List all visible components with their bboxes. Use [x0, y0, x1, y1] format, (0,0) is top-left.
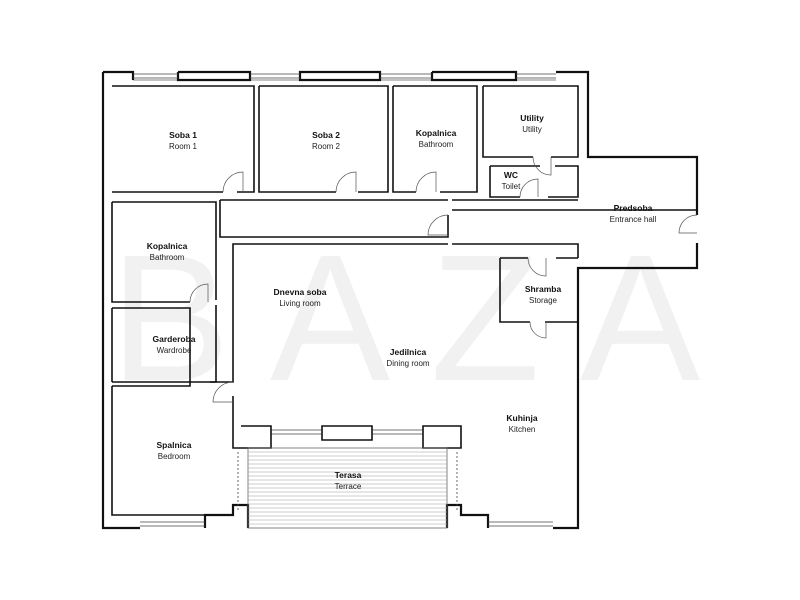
room-sub: Utility: [522, 125, 542, 134]
room-sub: Toilet: [502, 182, 521, 191]
room-sub: Bathroom: [419, 140, 454, 149]
label-predsoba: Predsoba Entrance hall: [610, 203, 657, 224]
room-name: Kopalnica: [416, 128, 457, 138]
room-sub: Room 2: [312, 142, 341, 151]
room-sub: Kitchen: [509, 425, 536, 434]
outer-walls: [101, 70, 699, 530]
room-name: Utility: [520, 113, 544, 123]
label-terasa: Terasa Terrace: [335, 470, 362, 491]
label-spalnica: Spalnica Bedroom: [157, 440, 192, 461]
room-sub: Bedroom: [158, 452, 191, 461]
label-kopalnica-left: Kopalnica Bathroom: [147, 241, 188, 262]
room-sub: Storage: [529, 296, 558, 305]
room-name: Dnevna soba: [274, 287, 327, 297]
room-name: Shramba: [525, 284, 562, 294]
label-wc: WC Toilet: [502, 170, 521, 191]
room-labels: Soba 1 Room 1 Soba 2 Room 2 Kopalnica Ba…: [147, 113, 657, 491]
label-garderoba: Garderoba Wardrobe: [153, 334, 196, 355]
room-name: Soba 2: [312, 130, 340, 140]
room-name: Terasa: [335, 470, 362, 480]
watermark-text: BAZA: [110, 218, 740, 419]
room-name: Jedilnica: [390, 347, 427, 357]
room-sub: Entrance hall: [610, 215, 657, 224]
label-shramba: Shramba Storage: [525, 284, 562, 305]
label-kuhinja: Kuhinja Kitchen: [506, 413, 537, 434]
room-sub: Wardrobe: [157, 346, 192, 355]
room-name: Soba 1: [169, 130, 197, 140]
label-soba-1: Soba 1 Room 1: [169, 130, 198, 151]
room-sub: Room 1: [169, 142, 198, 151]
room-sub: Terrace: [335, 482, 362, 491]
room-name: Kuhinja: [506, 413, 537, 423]
room-name: WC: [504, 170, 518, 180]
label-dnevna-soba: Dnevna soba Living room: [274, 287, 327, 308]
interior-walls: [111, 85, 697, 516]
room-sub: Dining room: [386, 359, 429, 368]
label-jedilnica: Jedilnica Dining room: [386, 347, 429, 368]
room-sub: Living room: [279, 299, 321, 308]
room-sub: Bathroom: [150, 253, 185, 262]
room-name: Predsoba: [614, 203, 653, 213]
terrace-decking: [237, 447, 458, 529]
doors: [189, 156, 698, 403]
label-utility: Utility Utility: [520, 113, 544, 134]
windows: [133, 73, 556, 527]
label-kopalnica-top: Kopalnica Bathroom: [416, 128, 457, 149]
room-name: Garderoba: [153, 334, 196, 344]
label-soba-2: Soba 2 Room 2: [312, 130, 341, 151]
room-name: Kopalnica: [147, 241, 188, 251]
room-name: Spalnica: [157, 440, 192, 450]
